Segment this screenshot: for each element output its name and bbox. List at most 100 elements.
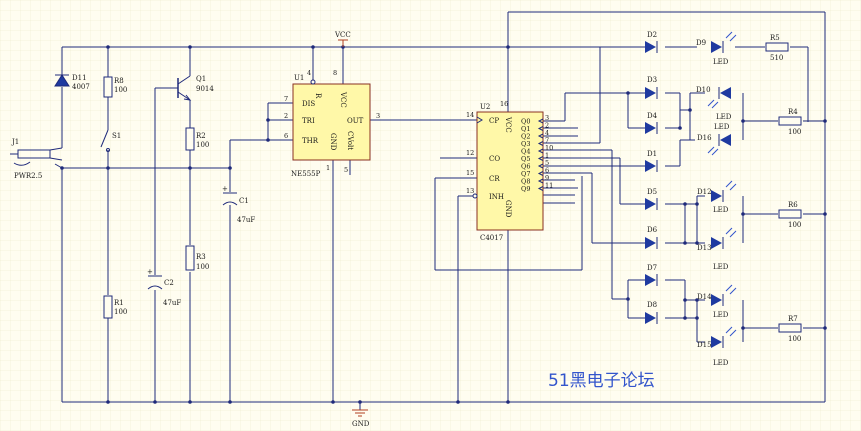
diode-d3: D3 xyxy=(645,76,658,99)
label-led-d9: LED xyxy=(713,58,729,66)
pin-r: R xyxy=(314,93,322,99)
label-d5: D5 xyxy=(647,188,657,196)
resistor-r2: R2 100 xyxy=(185,127,209,151)
cd4017-pin-num-5: 5 xyxy=(545,159,549,167)
num-13: 13 xyxy=(466,187,474,195)
led-d16: D16 LED xyxy=(697,123,731,156)
cd4017-output-marker xyxy=(537,156,544,161)
resistor-r6: R6 100 xyxy=(778,201,802,229)
value-r2: 100 xyxy=(196,141,209,149)
watermark: 51黑电子论坛 xyxy=(548,371,655,391)
led-d9: D9 LED xyxy=(696,31,737,66)
label-led-d16: LED xyxy=(714,123,730,131)
pin-out: OUT xyxy=(347,117,364,125)
label-r1: R1 xyxy=(114,299,124,307)
led-d14: D14 LED xyxy=(697,284,737,319)
cd4017-output-marker xyxy=(537,178,544,184)
led-d15: D15 LED xyxy=(697,326,737,367)
num-3: 3 xyxy=(376,112,380,120)
label-led-d14: LED xyxy=(713,311,729,319)
cd4017-pin-q7: Q7 xyxy=(521,170,530,178)
cd4017-pin-num-3: 3 xyxy=(545,114,549,122)
cd4017-pin-num-11: 11 xyxy=(545,182,553,190)
cd4017-output-marker xyxy=(537,118,544,124)
label-led-d15: LED xyxy=(713,359,729,367)
capacitor-c2: + C2 47uF xyxy=(147,268,181,307)
cd4017-output-marker xyxy=(537,133,544,139)
label-d10: D10 xyxy=(696,86,711,94)
label-r3: R3 xyxy=(196,253,206,261)
led-d13: D13 LED xyxy=(697,227,737,271)
label-led-d13: LED xyxy=(713,263,729,271)
label-gnd: GND xyxy=(352,420,370,428)
num-15: 15 xyxy=(466,169,474,177)
label-d8: D8 xyxy=(647,301,657,309)
cd4017-pin-num-1: 1 xyxy=(545,152,549,160)
cd4017-output-marker xyxy=(537,186,544,191)
diode-d2: D2 xyxy=(645,31,658,53)
resistor-r3: R3 100 xyxy=(185,245,209,271)
num-14: 14 xyxy=(466,111,474,119)
label-j1: J1 xyxy=(11,138,19,146)
label-d9: D9 xyxy=(696,39,706,47)
cd4017-pin-num-7: 7 xyxy=(545,137,549,145)
svg-text:+: + xyxy=(222,185,228,193)
label-c4017: C4017 xyxy=(480,234,503,242)
cd4017-pin-num-6: 6 xyxy=(545,167,549,175)
label-r7: R7 xyxy=(788,315,798,323)
pin-thr: THR xyxy=(302,137,319,145)
label-d2: D2 xyxy=(647,31,657,39)
num-12: 12 xyxy=(466,149,474,157)
pin-cr: CR xyxy=(489,175,500,183)
num-4: 4 xyxy=(307,69,311,77)
pin-co: CO xyxy=(489,155,500,163)
cd4017-pin-q4: Q4 xyxy=(521,148,530,156)
label-d15: D15 xyxy=(697,341,712,349)
cd4017-pin-q9: Q9 xyxy=(521,185,530,193)
cd4017-pin-num-2: 2 xyxy=(545,122,549,130)
transistor-q1: Q1 9014 xyxy=(177,75,214,101)
value-d11: 4007 xyxy=(72,83,90,91)
ic-ne555: U1 NE555P DIS TRI THR OUT R VCC GND CVol… xyxy=(284,69,380,178)
value-r4: 100 xyxy=(788,128,801,136)
label-vcc: VCC xyxy=(334,31,351,39)
wires xyxy=(61,11,826,410)
value-r8: 100 xyxy=(114,86,127,94)
num-16: 16 xyxy=(500,100,508,108)
value-r5: 510 xyxy=(770,54,783,62)
diode-d6: D6 xyxy=(645,226,658,249)
pin-inh: INH xyxy=(489,193,504,201)
diode-d11: D11 4007 xyxy=(54,74,90,91)
num-5: 5 xyxy=(344,166,348,174)
cd4017-output-marker xyxy=(537,141,544,146)
pin-cvolt: CVolt xyxy=(346,131,354,150)
label-d14: D14 xyxy=(697,293,712,301)
label-d3: D3 xyxy=(647,76,657,84)
label-d6: D6 xyxy=(647,226,658,234)
cd4017-pin-num-10: 10 xyxy=(545,144,553,152)
cd4017-output-marker xyxy=(537,148,544,154)
label-d11: D11 xyxy=(72,74,87,82)
cd4017-pin-q2: Q2 xyxy=(521,133,530,141)
num-1: 1 xyxy=(326,164,330,172)
label-d16: D16 xyxy=(697,134,712,142)
pin-gnd: GND xyxy=(329,133,337,151)
cd4017-pin-q1: Q1 xyxy=(521,125,530,133)
value-r6: 100 xyxy=(788,221,801,229)
label-r5: R5 xyxy=(770,34,780,42)
value-r3: 100 xyxy=(196,263,209,271)
switch-s1: S1 xyxy=(100,129,121,152)
label-s1: S1 xyxy=(112,132,121,140)
num-7: 7 xyxy=(284,95,288,103)
resistor-r8: R8 100 xyxy=(103,76,127,98)
value-q1: 9014 xyxy=(196,85,214,93)
label-d7: D7 xyxy=(647,264,657,272)
pin-tri: TRI xyxy=(302,117,315,125)
gnd-symbol: GND xyxy=(352,409,370,428)
diode-d4: D4 xyxy=(645,112,658,134)
power-jack-j1: J1 PWR2.5 xyxy=(10,138,63,180)
resistor-r7: R7 100 xyxy=(778,315,802,343)
label-led-d10: LED xyxy=(716,113,732,121)
label-c2: C2 xyxy=(164,279,174,287)
